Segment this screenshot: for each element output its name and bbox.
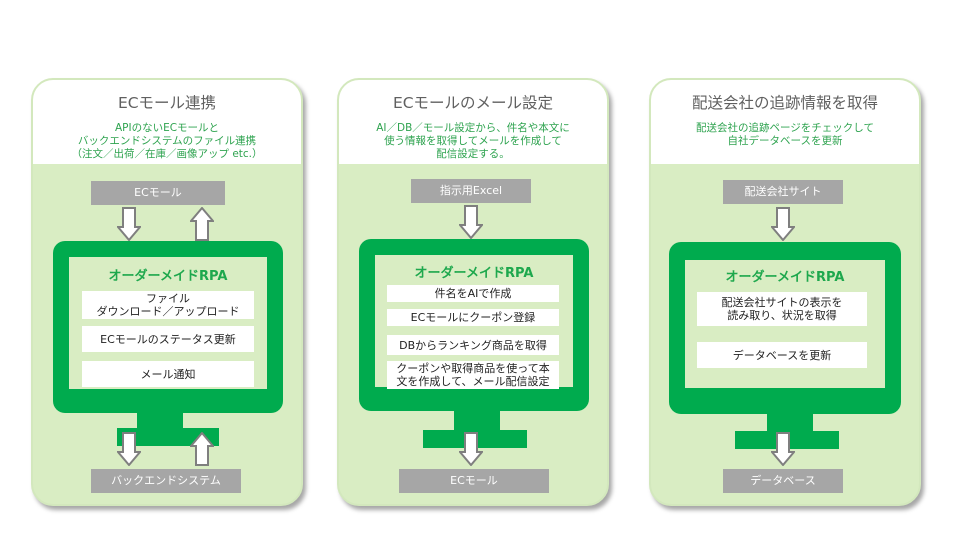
card-shipping-tracking: 配送会社の追跡情報を取得 配送会社の追跡ページをチェックして 自社データベースを… (649, 78, 921, 506)
rpa-title: オーダーメイドRPA (725, 270, 845, 285)
card-description: AI／DB／モール設定から、件名や本文に 使う情報を取得してメールを作成して 配… (376, 122, 570, 160)
rpa-screen: オーダーメイドRPA 配送会社サイトの表示を 読み取り、状況を取得 データベース… (685, 260, 885, 388)
task-item: クーポンや取得商品を使って本 文を作成して、メール配信設定 (387, 361, 559, 389)
card-header: ECモール連携 APIのないECモールと バックエンドシステムのファイル連携 （… (33, 80, 301, 164)
task-item: ECモールにクーポン登録 (387, 309, 559, 326)
monitor-neck (767, 413, 813, 431)
source-box: 配送会社サイト (723, 180, 843, 204)
source-box: ECモール (91, 181, 225, 205)
rpa-screen: オーダーメイドRPA 件名をAIで作成 ECモールにクーポン登録 DBからランキ… (375, 255, 573, 389)
card-header: 配送会社の追跡情報を取得 配送会社の追跡ページをチェックして 自社データベースを… (651, 80, 919, 164)
card-title: 配送会社の追跡情報を取得 (691, 94, 878, 112)
task-item: ファイル ダウンロード／アップロード (82, 291, 254, 319)
destination-box: ECモール (399, 469, 549, 493)
arrow-down-icon (117, 432, 141, 466)
arrow-up-icon (190, 207, 214, 241)
rpa-monitor: オーダーメイドRPA 配送会社サイトの表示を 読み取り、状況を取得 データベース… (669, 242, 901, 414)
rpa-title: オーダーメイドRPA (414, 266, 534, 281)
source-box: 指示用Excel (411, 179, 531, 203)
card-ec-mail-settings: ECモールのメール設定 AI／DB／モール設定から、件名や本文に 使う情報を取得… (337, 78, 609, 506)
destination-box: バックエンドシステム (91, 469, 241, 493)
rpa-screen: オーダーメイドRPA ファイル ダウンロード／アップロード ECモールのステータ… (69, 257, 267, 389)
task-item: メール通知 (82, 361, 254, 387)
card-title: ECモールのメール設定 (392, 94, 554, 112)
monitor-neck (454, 410, 500, 430)
task-item: データベースを更新 (697, 342, 867, 368)
arrow-down-icon (771, 207, 795, 241)
arrow-down-icon (117, 207, 141, 241)
monitor-neck (137, 412, 183, 428)
task-item: 件名をAIで作成 (387, 285, 559, 302)
arrow-up-icon (190, 432, 214, 466)
task-item: 配送会社サイトの表示を 読み取り、状況を取得 (697, 292, 867, 326)
rpa-monitor: オーダーメイドRPA 件名をAIで作成 ECモールにクーポン登録 DBからランキ… (359, 239, 589, 411)
arrow-down-icon (459, 205, 483, 239)
rpa-title: オーダーメイドRPA (108, 269, 228, 284)
arrow-down-icon (459, 432, 483, 466)
card-header: ECモールのメール設定 AI／DB／モール設定から、件名や本文に 使う情報を取得… (339, 80, 607, 164)
task-item: DBからランキング商品を取得 (387, 335, 559, 355)
rpa-monitor: オーダーメイドRPA ファイル ダウンロード／アップロード ECモールのステータ… (53, 241, 283, 413)
card-ec-mall-integration: ECモール連携 APIのないECモールと バックエンドシステムのファイル連携 （… (31, 78, 303, 506)
card-description: 配送会社の追跡ページをチェックして 自社データベースを更新 (696, 122, 874, 147)
arrow-down-icon (771, 432, 795, 466)
task-item: ECモールのステータス更新 (82, 326, 254, 352)
card-description: APIのないECモールと バックエンドシステムのファイル連携 （注文／出荷／在庫… (71, 122, 263, 160)
destination-box: データベース (723, 469, 843, 493)
card-title: ECモール連携 (117, 94, 217, 112)
